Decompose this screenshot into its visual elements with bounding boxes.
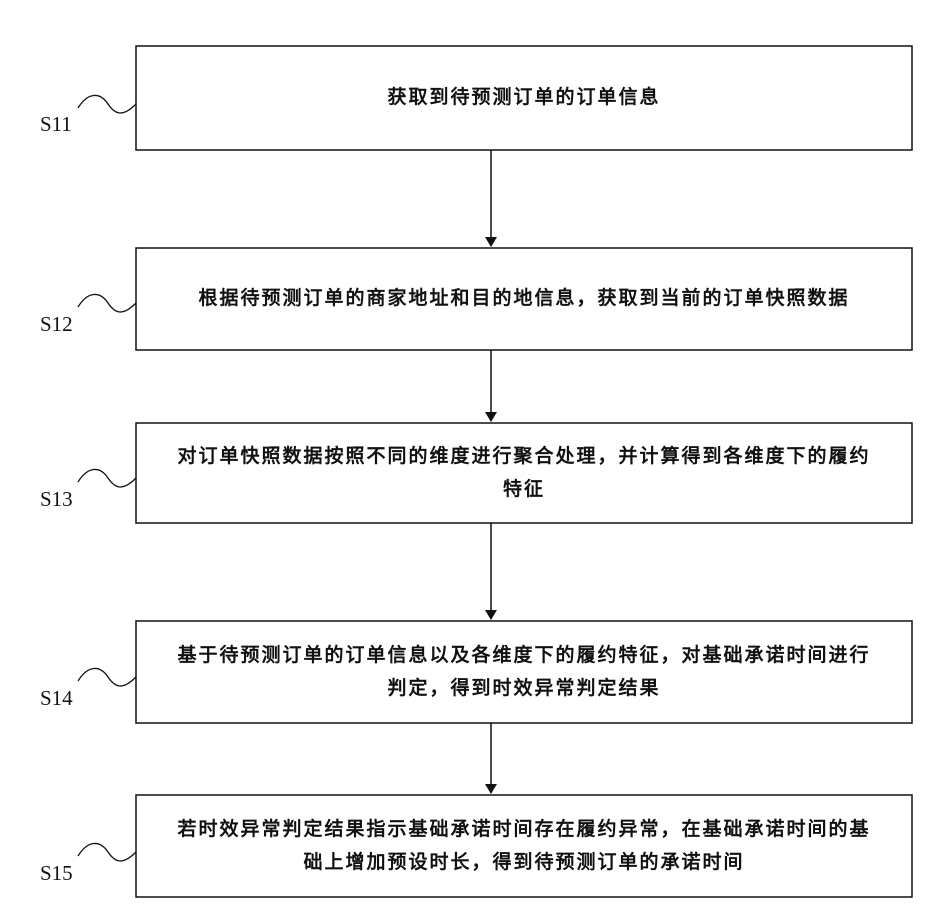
step-label-s11: S11	[40, 112, 72, 137]
step-text-s12: 根据待预测订单的商家地址和目的地信息，获取到当前的订单快照数据	[174, 282, 874, 315]
step-text-container-s11: 获取到待预测订单的订单信息	[136, 46, 912, 150]
step-text-container-s15: 若时效异常判定结果指示基础承诺时间存在履约异常，在基础承诺时间的基础上增加预设时…	[136, 795, 912, 897]
step-text-container-s12: 根据待预测订单的商家地址和目的地信息，获取到当前的订单快照数据	[136, 248, 912, 350]
leader-s14	[78, 668, 136, 686]
leader-s13	[78, 469, 136, 487]
step-text-s11: 获取到待预测订单的订单信息	[174, 81, 874, 114]
step-text-s14: 基于待预测订单的订单信息以及各维度下的履约特征，对基础承诺时间进行判定，得到时效…	[174, 639, 874, 706]
step-text-container-s14: 基于待预测订单的订单信息以及各维度下的履约特征，对基础承诺时间进行判定，得到时效…	[136, 621, 912, 723]
step-text-s15: 若时效异常判定结果指示基础承诺时间存在履约异常，在基础承诺时间的基础上增加预设时…	[174, 813, 874, 880]
step-label-s15: S15	[40, 861, 73, 886]
step-text-s13: 对订单快照数据按照不同的维度进行聚合处理，并计算得到各维度下的履约特征	[174, 440, 874, 507]
step-label-s14: S14	[40, 686, 73, 711]
leader-s12	[78, 294, 136, 312]
step-text-container-s13: 对订单快照数据按照不同的维度进行聚合处理，并计算得到各维度下的履约特征	[136, 423, 912, 523]
leader-s15	[78, 843, 136, 861]
step-label-s13: S13	[40, 487, 73, 512]
step-label-s12: S12	[40, 312, 73, 337]
leader-s11	[78, 95, 136, 113]
